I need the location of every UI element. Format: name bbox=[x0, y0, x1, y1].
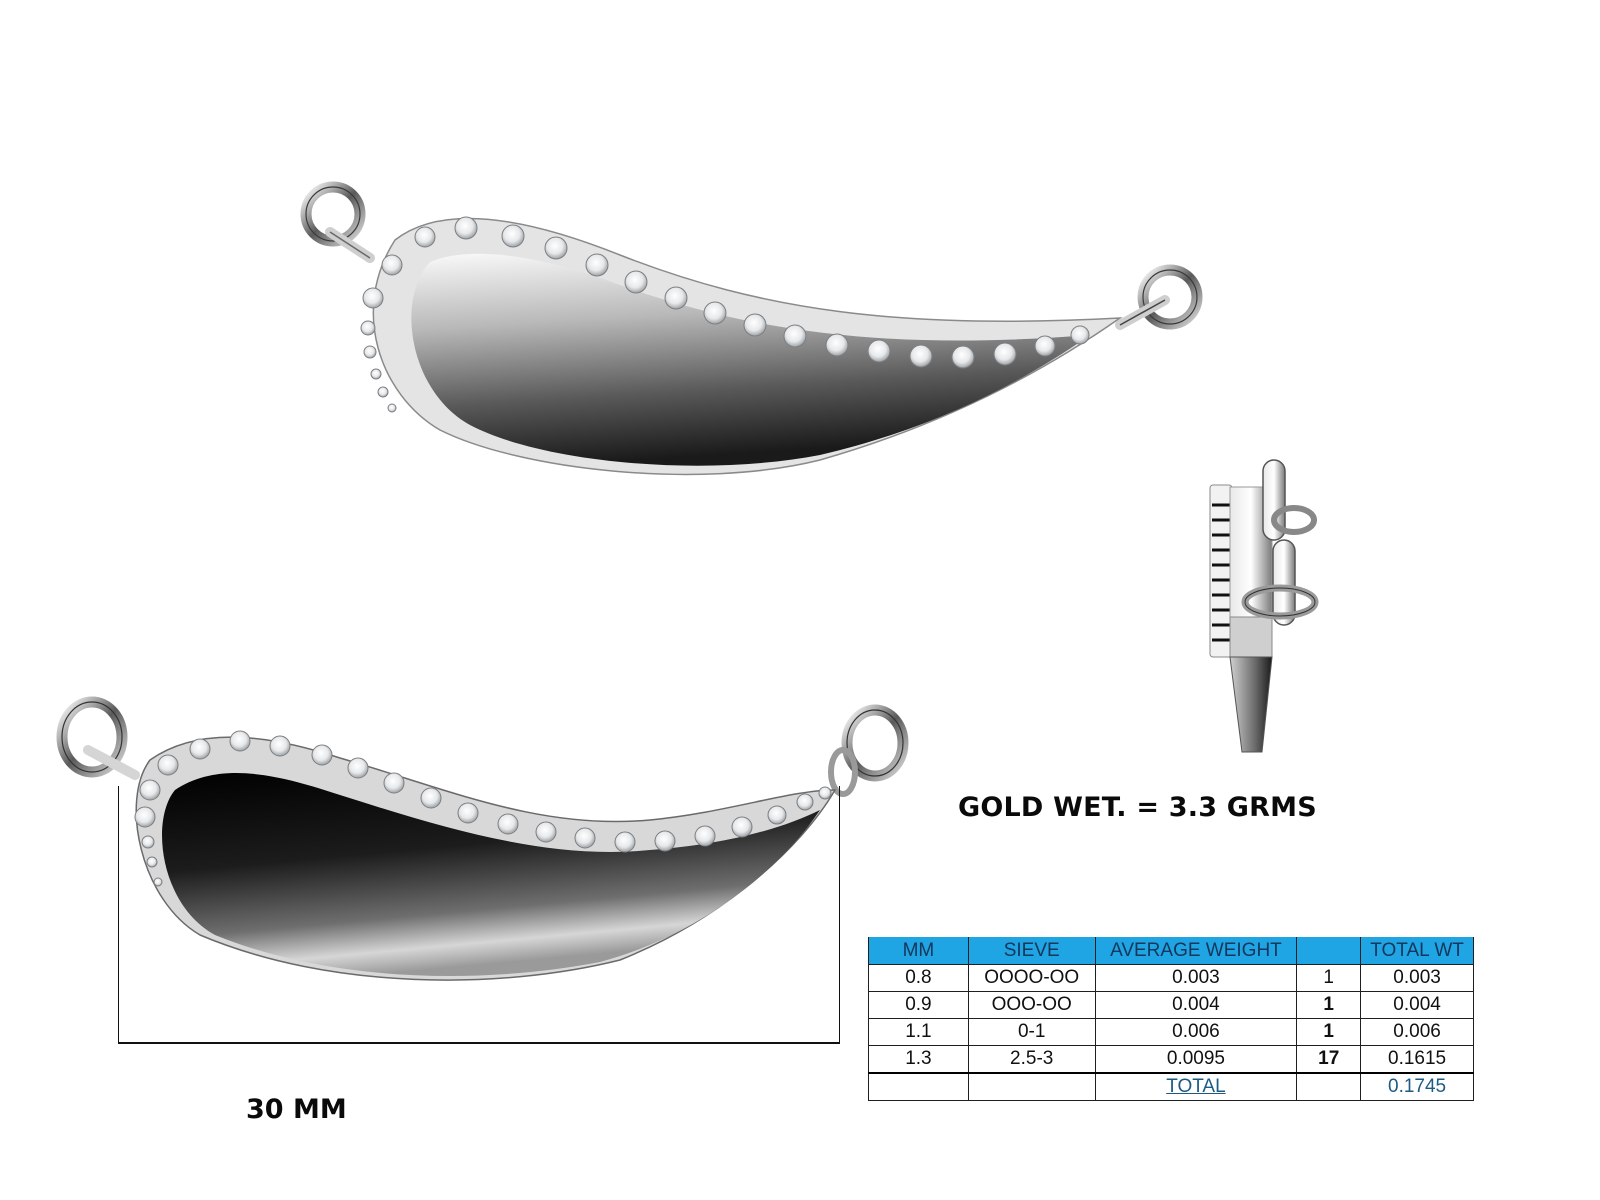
table-row: 0.8 OOOO-OO 0.003 1 0.003 bbox=[868, 964, 1474, 992]
cell-empty bbox=[1296, 1072, 1362, 1101]
cell-mm: 1.1 bbox=[868, 1018, 969, 1046]
stone-weight-table: MM SIEVE AVERAGE WEIGHT TOTAL WT 0.8 OOO… bbox=[868, 937, 1474, 1101]
cell-empty bbox=[868, 1072, 969, 1101]
cell-sieve: OOOO-OO bbox=[967, 964, 1096, 992]
table-header-row: MM SIEVE AVERAGE WEIGHT TOTAL WT bbox=[868, 937, 1474, 965]
cell-sieve: 0-1 bbox=[967, 1018, 1096, 1046]
table-row: 0.9 OOO-OO 0.004 1 0.004 bbox=[868, 991, 1474, 1019]
header-total-wt: TOTAL WT bbox=[1360, 937, 1474, 965]
table-total-row: TOTAL 0.1745 bbox=[868, 1072, 1474, 1101]
pendant-side-view bbox=[1209, 459, 1319, 753]
header-average-weight: AVERAGE WEIGHT bbox=[1094, 937, 1298, 965]
table-row: 1.3 2.5-3 0.0095 17 0.1615 bbox=[868, 1045, 1474, 1074]
cell-mm: 1.3 bbox=[868, 1045, 969, 1074]
cell-total-wt: 0.006 bbox=[1360, 1018, 1474, 1046]
cell-sieve: 2.5-3 bbox=[967, 1045, 1096, 1074]
pave-stones-top bbox=[360, 216, 1090, 413]
cell-avg-weight: 0.004 bbox=[1094, 991, 1298, 1019]
cell-sieve: OOO-OO bbox=[967, 991, 1096, 1019]
cell-qty: 1 bbox=[1296, 1018, 1362, 1046]
cell-qty: 1 bbox=[1296, 991, 1362, 1019]
header-qty bbox=[1296, 937, 1362, 965]
jump-ring-right-angled bbox=[828, 704, 909, 797]
pave-stones-angled bbox=[134, 730, 832, 887]
pendant-plate bbox=[411, 253, 1090, 466]
cell-avg-weight: 0.0095 bbox=[1094, 1045, 1298, 1074]
cell-total-wt: 0.004 bbox=[1360, 991, 1474, 1019]
cell-avg-weight: 0.003 bbox=[1094, 964, 1298, 992]
jump-ring-left bbox=[300, 181, 375, 263]
cell-total-wt: 0.1615 bbox=[1360, 1045, 1474, 1074]
cell-total-wt: 0.003 bbox=[1360, 964, 1474, 992]
jump-ring-left-angled bbox=[56, 696, 140, 780]
cell-mm: 0.8 bbox=[868, 964, 969, 992]
cell-qty: 1 bbox=[1296, 964, 1362, 992]
cell-empty bbox=[967, 1072, 1096, 1101]
dimension-label: 30 MM bbox=[246, 1094, 347, 1125]
pendant-plate-angled bbox=[162, 773, 820, 976]
dimension-bracket bbox=[118, 786, 840, 1044]
total-label-link[interactable]: TOTAL bbox=[1094, 1072, 1298, 1101]
cell-mm: 0.9 bbox=[868, 991, 969, 1019]
cell-qty: 17 bbox=[1296, 1045, 1362, 1074]
table-row: 1.1 0-1 0.006 1 0.006 bbox=[868, 1018, 1474, 1046]
header-sieve: SIEVE bbox=[967, 937, 1096, 965]
gold-weight-label: GOLD WET. = 3.3 GRMS bbox=[958, 792, 1317, 823]
total-value: 0.1745 bbox=[1360, 1072, 1474, 1101]
jump-ring-right bbox=[1115, 264, 1203, 330]
cell-avg-weight: 0.006 bbox=[1094, 1018, 1298, 1046]
header-mm: MM bbox=[868, 937, 969, 965]
